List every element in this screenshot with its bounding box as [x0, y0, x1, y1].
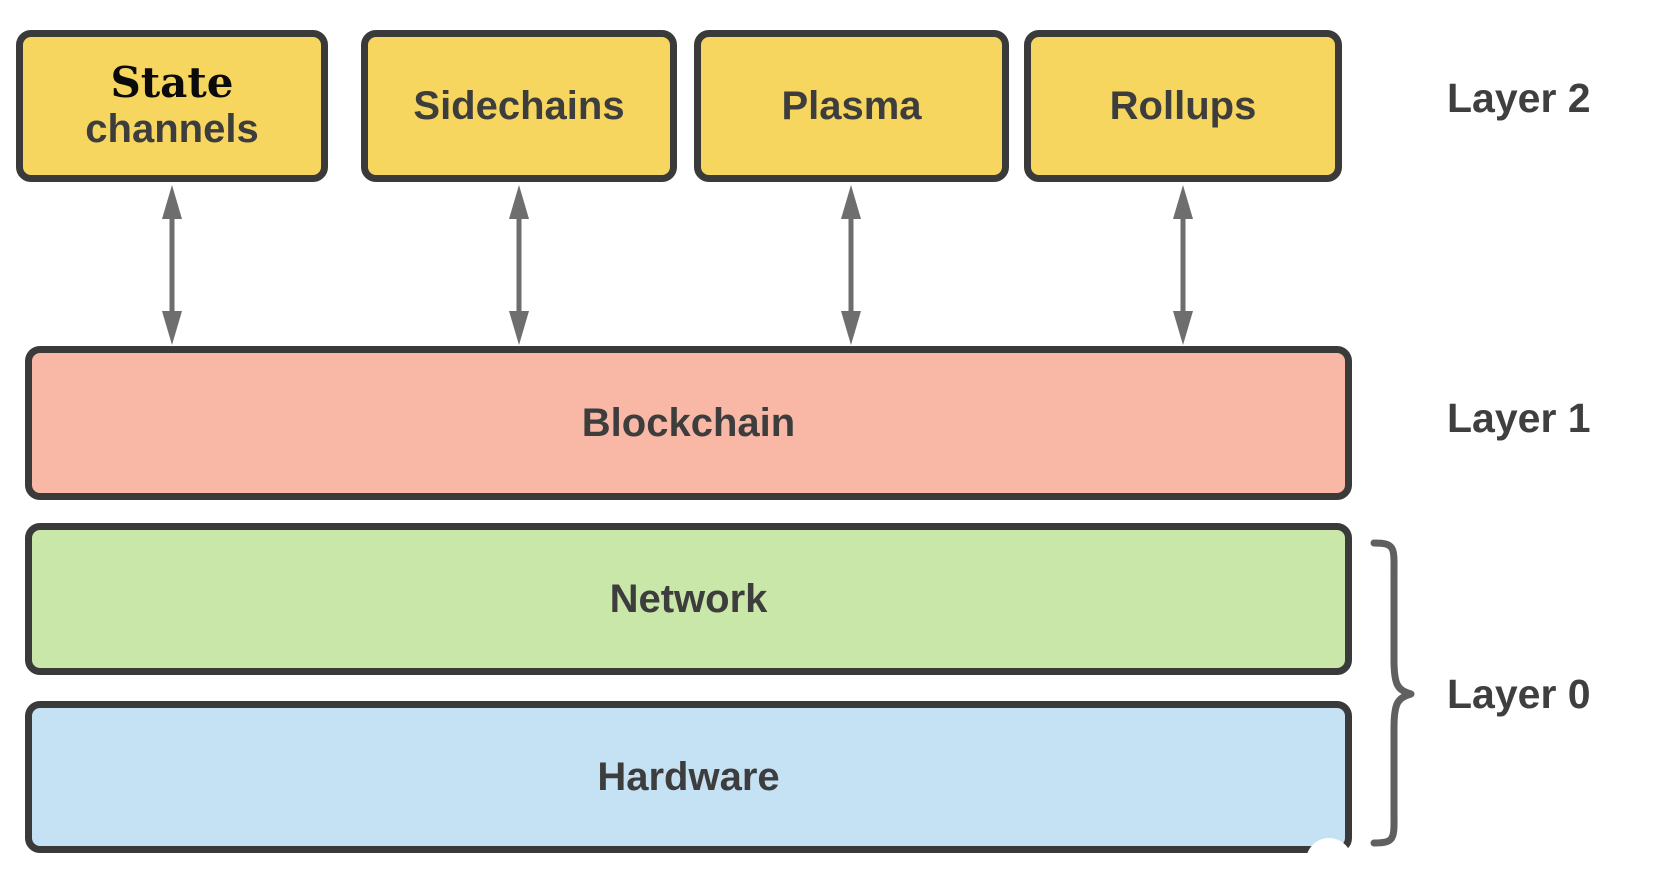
node-plasma: Plasma [694, 30, 1009, 182]
layer2-label: Layer 2 [1447, 75, 1591, 121]
node-network-label: Network [609, 577, 768, 621]
node-rollups-label: Rollups [1109, 84, 1257, 128]
node-network: Network [25, 523, 1352, 675]
curly-brace-icon [1370, 539, 1415, 847]
node-plasma-label: Plasma [781, 84, 922, 128]
layer1-label: Layer 1 [1447, 395, 1591, 441]
node-state-channels: State channels [16, 30, 328, 182]
node-hardware-label: Hardware [597, 755, 780, 799]
bidirectional-arrow-icon-sidechains [509, 185, 529, 345]
node-state-channels-label-line1: State [110, 57, 234, 107]
node-blockchain: Blockchain [25, 346, 1352, 500]
watermark-notch [1306, 838, 1352, 874]
node-blockchain-label: Blockchain [581, 401, 796, 445]
node-rollups: Rollups [1024, 30, 1342, 182]
layer0-label: Layer 0 [1447, 671, 1591, 717]
bidirectional-arrow-icon-state-channels [162, 185, 182, 345]
bidirectional-arrow-icon-plasma [841, 185, 861, 345]
bidirectional-arrow-icon-rollups [1173, 185, 1193, 345]
node-sidechains: Sidechains [361, 30, 677, 182]
node-state-channels-label-line2: channels [85, 107, 259, 152]
node-hardware: Hardware [25, 701, 1352, 853]
node-sidechains-label: Sidechains [413, 84, 625, 128]
